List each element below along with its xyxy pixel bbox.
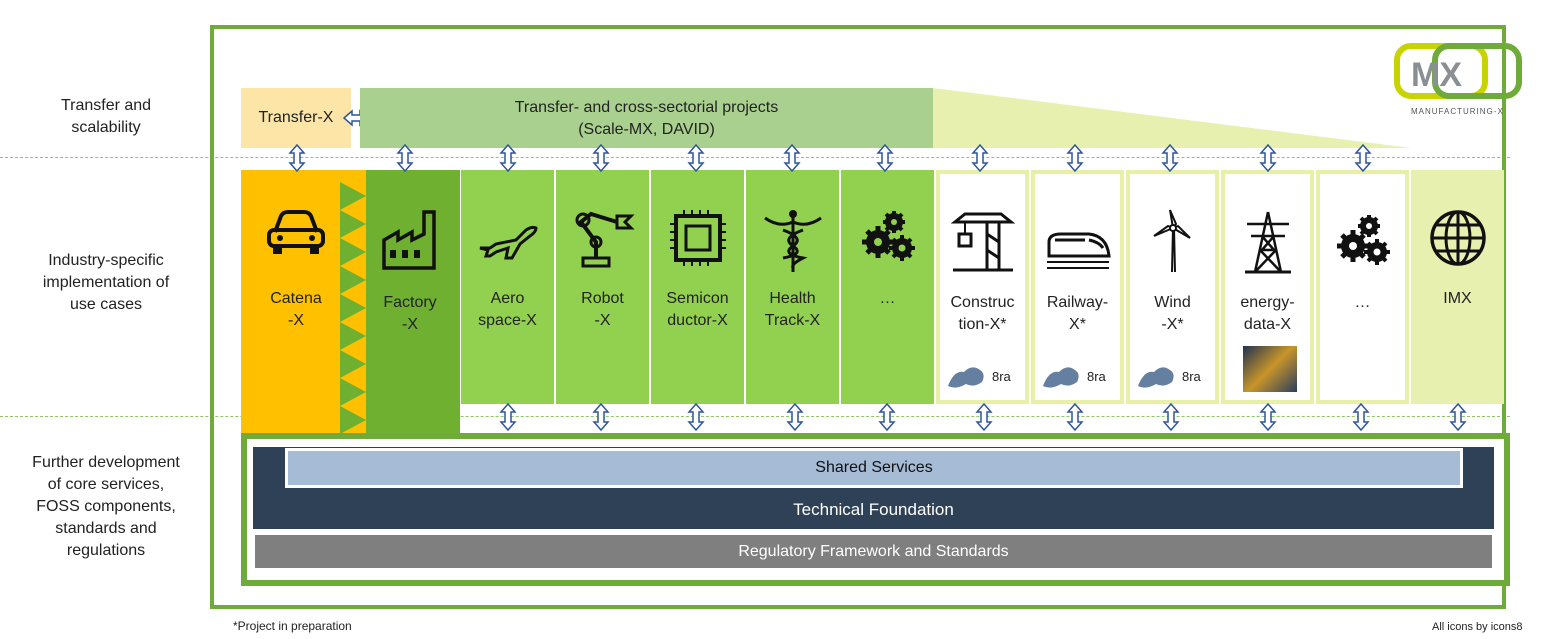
technical-foundation-label-wrap: Technical Foundation [253, 492, 1494, 528]
gears-icon [1336, 215, 1390, 265]
gaia-x-badge: 8ra [1136, 362, 1201, 390]
badge-label: 8ra [1182, 368, 1201, 384]
footnote-project-preparation: *Project in preparation [233, 619, 352, 633]
column-label: -X [288, 312, 304, 329]
train-icon [1046, 232, 1111, 269]
label-line: Industry-specific [48, 252, 164, 269]
label-line: standards and [55, 520, 157, 537]
zigzag-border [340, 170, 366, 434]
separator-dashed-bottom [0, 416, 1510, 417]
column-label: Factory [383, 294, 437, 311]
shared-services-bar: Shared Services [285, 448, 1463, 488]
regulatory-framework-bar: Regulatory Framework and Standards [253, 533, 1494, 570]
column-label: Construc [950, 294, 1015, 311]
europe-satellite-image [1243, 346, 1297, 392]
car-icon [267, 210, 325, 254]
gaia-x-badge: 8ra [946, 362, 1011, 390]
column-label: Catena [270, 290, 322, 307]
logo-mark: MX [1411, 56, 1462, 94]
column-label: Health [769, 290, 816, 307]
column-label: X* [1069, 316, 1086, 333]
shared-services-label: Shared Services [815, 459, 933, 476]
chip-icon [669, 210, 726, 266]
outer-frame [210, 25, 1506, 609]
column-energy-data: energy-data-X [1221, 170, 1314, 404]
transfer-x-label: Transfer-X [258, 109, 334, 126]
badge-label: 8ra [992, 368, 1011, 384]
logo-subtitle: MANUFACTURING-X [1411, 107, 1504, 116]
column-label: -X [594, 312, 611, 329]
regulatory-framework-label: Regulatory Framework and Standards [738, 542, 1009, 560]
label-line: FOSS components, [36, 498, 176, 515]
column-imx: IMX [1411, 170, 1504, 404]
column-label: Track-X [764, 312, 821, 329]
transfer-x-box: Transfer-X [241, 88, 351, 148]
column-content-catena: Catena -X [241, 170, 351, 404]
column-aerospace: Aero space-X [461, 170, 554, 404]
europe-map-icon [1043, 367, 1079, 388]
label-line: Transfer and [60, 97, 152, 114]
label-line: Further development [32, 454, 180, 471]
caduceus-icon [763, 210, 822, 272]
label-line: scalability [71, 119, 141, 136]
column-wind: Wind -X* 8ra [1126, 170, 1219, 404]
technical-foundation-label: Technical Foundation [793, 500, 954, 519]
projects-title: Transfer- and cross-sectorial projects [514, 99, 779, 116]
wind-turbine-icon [1152, 209, 1191, 273]
separator-dashed-top [0, 157, 1510, 158]
arrows-bottom-row [500, 403, 1466, 431]
column-label: Wind [1154, 294, 1191, 311]
projects-subtitle: (Scale-MX, DAVID) [578, 121, 715, 138]
column-construction: Construc tion-X* 8ra [936, 170, 1029, 404]
globe-icon [1429, 210, 1486, 266]
factory-icon [382, 210, 436, 270]
column-label: ductor-X [667, 312, 728, 329]
label-line: of core services, [47, 476, 165, 493]
column-semiconductor: Semicon ductor-X [651, 170, 744, 404]
column-label: -X* [1161, 316, 1184, 333]
column-label: space-X [478, 312, 537, 329]
column-railway: Railway- X* 8ra [1031, 170, 1124, 404]
column-label: Railway- [1046, 294, 1109, 311]
transfer-projects-box: Transfer- and cross-sectorial projects (… [360, 88, 933, 148]
column-more-green: … [841, 170, 934, 404]
power-tower-icon [1244, 211, 1291, 274]
label-further-development: Further development of core services, FO… [0, 452, 212, 562]
badge-label: 8ra [1087, 368, 1106, 384]
column-label: energy- [1240, 294, 1295, 311]
label-line: implementation of [42, 274, 170, 291]
column-label: Robot [581, 290, 624, 307]
column-label: … [1354, 294, 1371, 311]
column-label: data-X [1243, 316, 1292, 333]
column-content-factory: Factory -X [360, 170, 460, 404]
manufacturing-x-logo: MX MANUFACTURING-X [1393, 42, 1525, 120]
column-label: Aero [490, 290, 525, 307]
label-line: use cases [69, 296, 143, 313]
column-robot: Robot -X [556, 170, 649, 404]
europe-map-icon [948, 367, 984, 388]
label-industry-specific: Industry-specific implementation of use … [0, 250, 212, 316]
robot-arm-icon [575, 211, 635, 268]
column-label: Semicon [666, 290, 729, 307]
footnote-icons-credit: All icons by icons8 [1432, 621, 1523, 633]
airplane-icon [479, 225, 538, 260]
column-label: -X [402, 316, 418, 333]
column-label: tion-X* [958, 316, 1007, 333]
column-more-white: … [1316, 170, 1409, 404]
label-line: regulations [66, 542, 146, 559]
label-transfer-scalability: Transfer and scalability [0, 95, 212, 139]
europe-map-icon [1138, 367, 1174, 388]
arrows-top-row [289, 144, 1371, 172]
scale-wedge [933, 88, 1411, 148]
crane-icon [950, 212, 1015, 272]
column-label: IMX [1443, 290, 1472, 307]
gaia-x-badge: 8ra [1041, 362, 1106, 390]
gears-icon [861, 211, 915, 261]
column-label: … [879, 290, 896, 307]
